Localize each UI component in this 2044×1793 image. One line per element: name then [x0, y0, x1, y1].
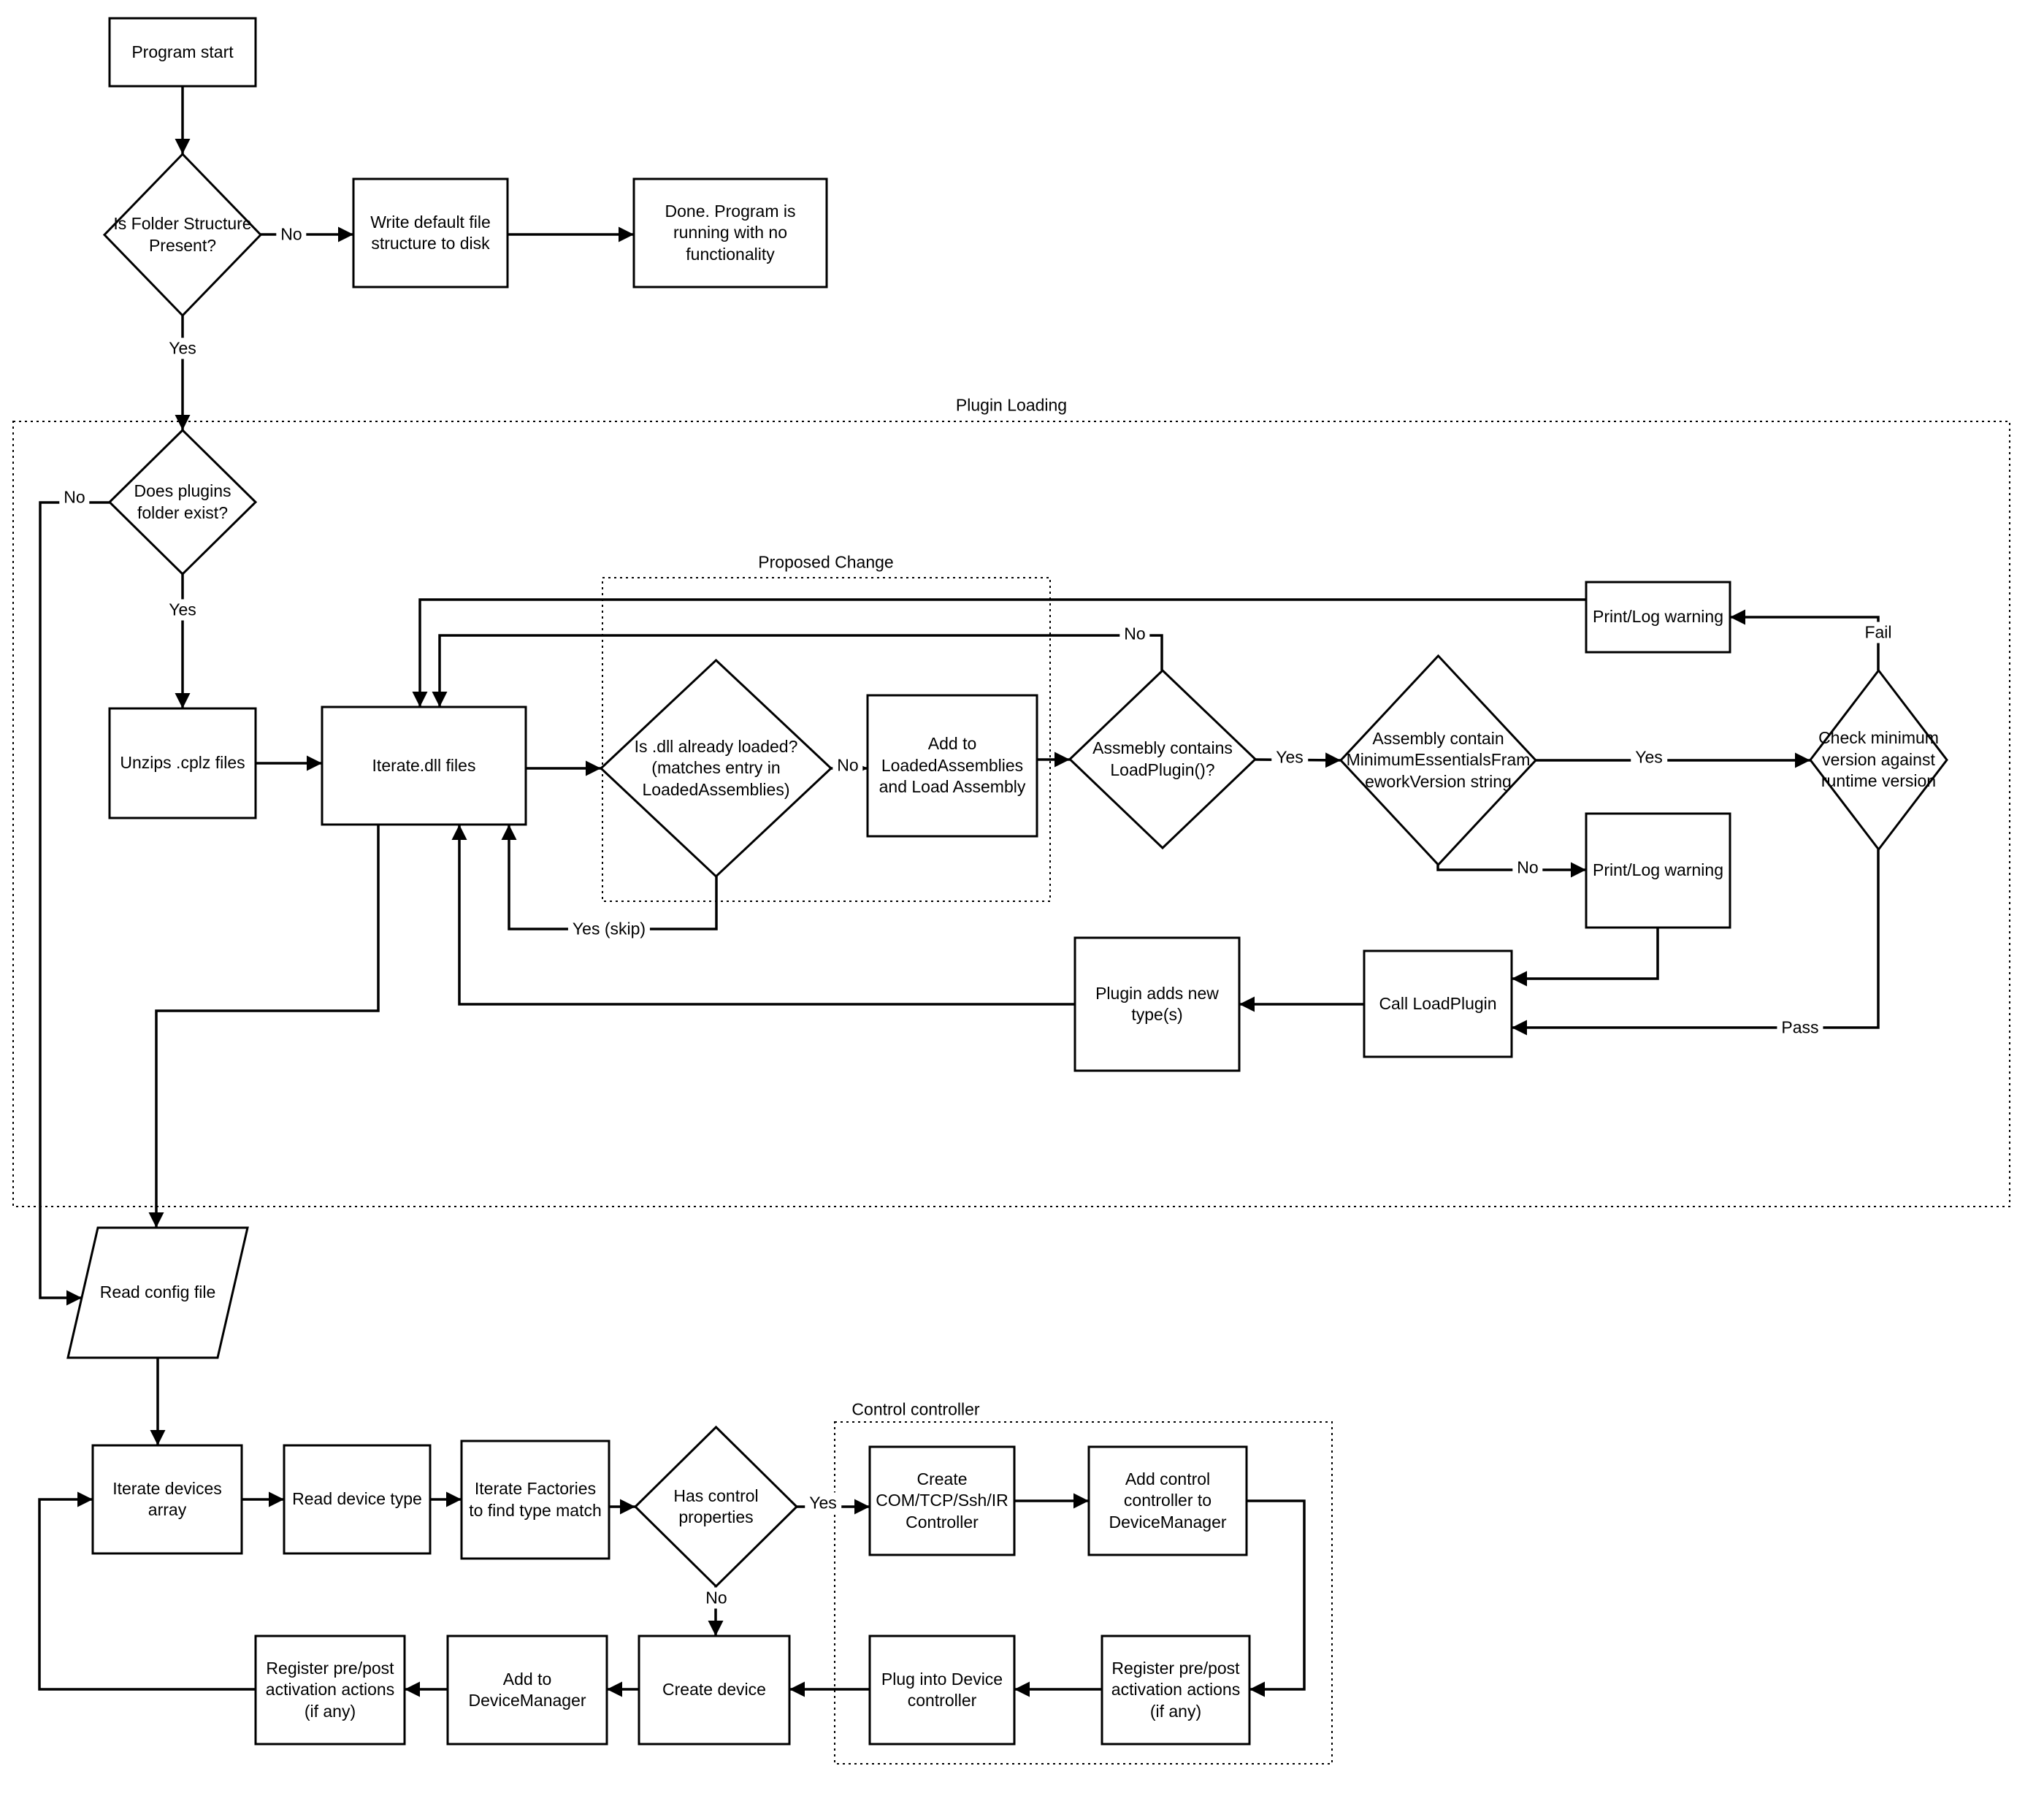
node-shape-assembly-contains-loadplugin: [1068, 668, 1258, 850]
node-shape-done-no-functionality: [632, 177, 828, 288]
node-shape-print-log-warning-top: [1585, 581, 1731, 654]
node-shape-write-default-file-structure: [352, 177, 509, 288]
nodes-layer: [66, 17, 1948, 1746]
group-box-proposed-change: [602, 577, 1051, 902]
node-shape-add-to-devicemanager: [446, 1635, 608, 1746]
node-shape-create-com-tcp-ssh-ir-controller: [868, 1445, 1016, 1556]
node-shape-read-device-type: [283, 1444, 432, 1555]
edge-iterate-done-to-read-config: [148, 825, 380, 1228]
node-shape-register-pre-post-activation-right: [1101, 1635, 1251, 1746]
node-shape-register-pre-post-activation-left: [254, 1635, 406, 1746]
edges-layer: [38, 86, 1880, 1697]
node-shape-add-to-loaded-assemblies: [866, 694, 1038, 838]
group-box-control-controller: [834, 1421, 1333, 1765]
node-shape-assembly-contains-min-version: [1339, 654, 1538, 867]
edge-register-left-loop-to-iterate-devices: [38, 1491, 256, 1691]
node-shape-add-control-controller-to-devicemanager: [1087, 1445, 1248, 1556]
node-shape-call-loadplugin: [1363, 949, 1513, 1058]
node-shape-plugin-adds-new-types: [1073, 936, 1241, 1072]
edge-warning-bottom-to-call-loadplugin: [1512, 928, 1659, 987]
edge-loadplugin-check-no: [432, 634, 1163, 707]
node-shape-read-config-file: [66, 1226, 249, 1359]
edge-add-control-to-register-right: [1247, 1499, 1306, 1697]
node-shape-is-folder-structure-present: [102, 152, 263, 318]
node-shape-has-control-properties: [633, 1425, 799, 1589]
edge-warning-top-to-iterate: [412, 598, 1586, 707]
node-shape-unzips-cplz-files: [108, 707, 257, 819]
edge-min-version-check-no: [1436, 862, 1586, 878]
node-shape-iterate-factories-to-find-type-match: [460, 1440, 610, 1560]
node-shape-is-dll-already-loaded: [599, 658, 833, 879]
edge-check-version-fail: [1730, 609, 1880, 670]
node-shape-does-plugins-folder-exist: [107, 428, 258, 576]
node-shape-iterate-devices-array: [91, 1444, 243, 1555]
node-shape-check-minimum-version: [1809, 668, 1948, 852]
node-shape-create-device: [638, 1635, 791, 1746]
group-box-plugin-loading: [12, 421, 2010, 1207]
node-shape-plug-into-device-controller: [868, 1635, 1016, 1746]
node-shape-iterate-dll-files: [321, 706, 527, 826]
node-shape-program-start: [108, 17, 257, 88]
edge-plugins-exist-no: [39, 501, 110, 1306]
node-shape-print-log-warning-bottom: [1585, 812, 1731, 929]
group-boxes-layer: [12, 421, 2010, 1765]
edge-check-version-pass: [1512, 849, 1880, 1036]
edge-plugin-adds-to-iterate: [451, 825, 1075, 1006]
